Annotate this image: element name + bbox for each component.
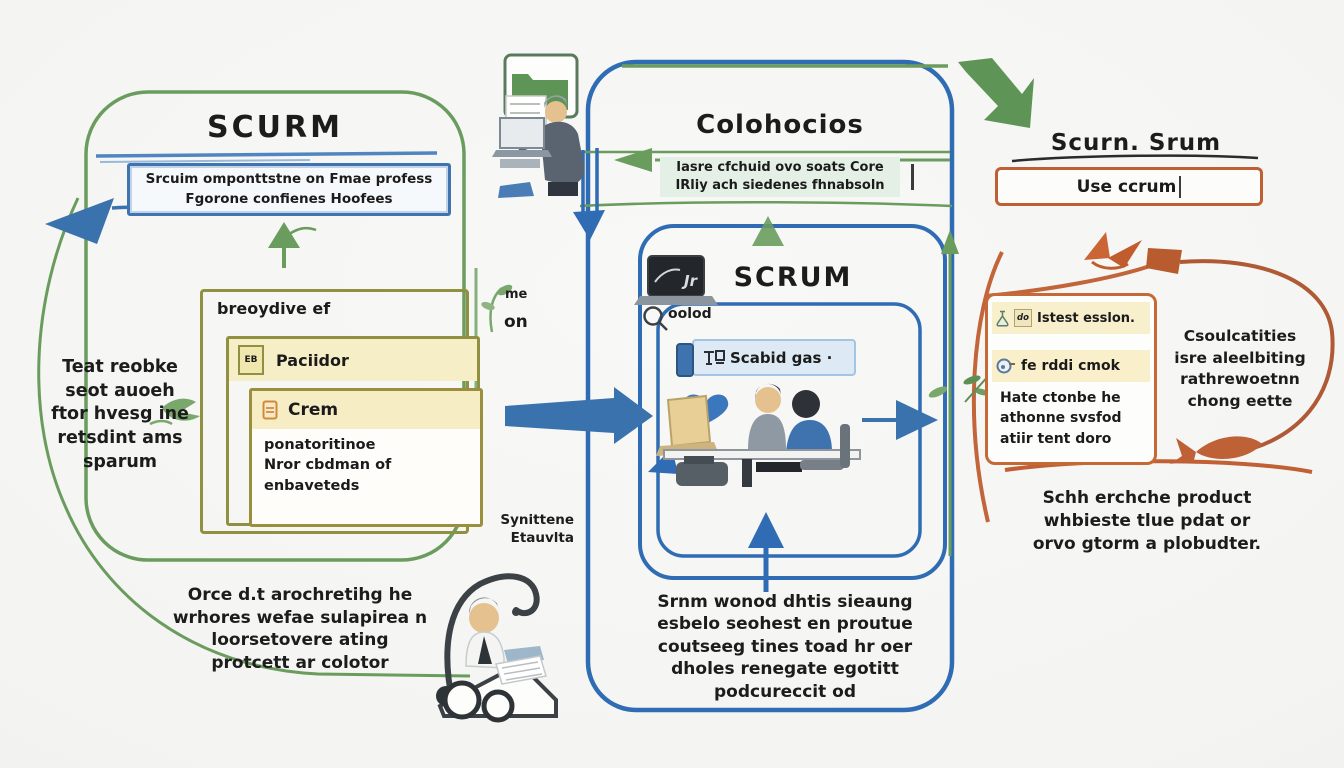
flask-icon — [996, 310, 1009, 327]
text-line: rathrewoetnn — [1180, 370, 1300, 389]
blue-right-arrow-big — [505, 387, 653, 444]
banner-line: Fgorone confienes Hoofees — [185, 190, 393, 207]
backlog-card-label: Crem — [288, 400, 339, 420]
scabd-icon — [702, 347, 726, 373]
right-panel-row: do Istest esslon. — [992, 302, 1150, 334]
text-line: coutseeg tines toad hr oer — [657, 636, 913, 657]
scabd-badge: Scabid gas · — [676, 339, 856, 377]
orange-bird-icon — [1084, 232, 1142, 270]
backlog-item-row: EB Paciidor — [229, 339, 477, 381]
row-label: fe rddi cmok — [1021, 358, 1120, 374]
scabd-label: Scabid gas · — [730, 348, 833, 367]
right-panel-title: Scurn. Srum — [1050, 130, 1222, 156]
green-up-arrow-middle — [752, 216, 784, 246]
right-panel-body: Hate ctonbe he athonne svsfod atiir tent… — [992, 382, 1150, 449]
phone-icon — [676, 343, 694, 377]
text-line: Teat reobke — [62, 357, 178, 377]
left-panel-title: SCURM — [207, 110, 343, 145]
text-line: chong eette — [1187, 392, 1293, 411]
text-line: Nror cbdman of — [264, 457, 392, 474]
middle-bottom-text: Srnm wonod dhtis sieaung esbelo seohest … — [612, 591, 958, 703]
search-caption: oolod — [668, 306, 712, 322]
banner-line: IRliy ach siedenes fhnabsoln — [675, 178, 885, 193]
left-banner: Srcuim omponttstne on Fmae profess Fgoro… — [127, 163, 451, 216]
middle-panel-outline — [585, 59, 955, 713]
backlog-item-icon: EB — [238, 345, 264, 375]
row-label: Istest esslon. — [1037, 310, 1135, 326]
left-side-text: Teat reobke seot auoeh ftor hvesg ine re… — [28, 356, 212, 474]
right-panel-row: fe rddi cmok — [992, 350, 1150, 382]
text-line: wrhores wefae sulapirea n — [172, 607, 428, 628]
backlog-item-label: Paciidor — [276, 350, 349, 370]
text-line: Srnm wonod dhtis sieaung — [657, 592, 913, 612]
left-bottom-text: Orce d.t arochretihg he wrhores wefae su… — [148, 584, 452, 674]
banner-line: Srcuim omponttstne on Fmae profess — [145, 170, 433, 187]
text-line: ftor hvesg ine — [51, 404, 189, 425]
text-line: atiir tent doro — [1000, 430, 1112, 447]
green-up-arrow-left — [268, 222, 317, 268]
backlog-header: breoydive ef — [217, 299, 331, 318]
text-line: sparum — [82, 451, 158, 472]
use-scrum-label: Use ccrum — [1076, 176, 1177, 197]
text-line: Hate ctonbe he — [1000, 390, 1121, 406]
text-cursor — [1179, 175, 1182, 198]
text-line: protcett ar colotor — [211, 652, 389, 673]
right-panel-box: do Istest esslon. fe rddi cmok Hate cton… — [985, 293, 1157, 465]
text-line: orvo gtorm a plobudter. — [1032, 533, 1262, 554]
text-line: esbelo seohest en proutue — [657, 614, 913, 635]
question-person-illustration — [436, 573, 558, 723]
text-line: retsdint ams — [57, 427, 183, 448]
file-icon — [262, 400, 278, 420]
right-title-underline — [1011, 154, 1259, 163]
backlog-card: Crem ponatoritinoe Nror cbdman of enbave… — [249, 388, 483, 527]
text-line: Etauvlta — [510, 530, 574, 547]
banner-line: Iasre cfchuid ovo soats Core — [676, 159, 884, 175]
text-line: Synittene — [500, 512, 574, 528]
note-me: me — [505, 287, 528, 302]
blue-right-arrowhead — [862, 400, 938, 440]
middle-top-title: Colohocios — [696, 110, 864, 140]
orange-curves — [971, 248, 1335, 523]
green-arrow-top-right — [958, 58, 1034, 128]
green-vertical-line-middle — [928, 230, 959, 556]
text-line: podcureccit od — [714, 681, 856, 702]
magnifier-icon — [996, 358, 1015, 374]
right-side-text: Csoulcatities isre aleelbiting rathrewoe… — [1162, 326, 1318, 413]
text-line: isre aleelbiting — [1174, 348, 1306, 367]
text-line: dholes renegate egotitt — [671, 659, 899, 680]
magnifier-icon — [643, 306, 663, 326]
text-line: enbaveteds — [264, 477, 360, 494]
text-line: Orce d.t arochretihg he — [187, 585, 413, 605]
text-line: Csoulcatities — [1183, 327, 1297, 345]
backlog-card-header: Crem — [252, 391, 480, 429]
text-line: whbieste tlue pdat or — [1043, 510, 1251, 531]
sprint-note: Synittene Etauvlta — [474, 511, 574, 547]
green-bird-icon — [149, 398, 200, 426]
middle-title: SCRUM — [733, 262, 853, 293]
text-line: ponatoritinoe — [264, 437, 376, 453]
backlog-card-body: ponatoritinoe Nror cbdman of enbaveteds — [252, 429, 480, 496]
use-scrum-input[interactable]: Use ccrum — [995, 167, 1263, 206]
team-meeting-illustration — [656, 383, 861, 487]
right-bottom-text: Schh erchche product whbieste tlue pdat … — [1012, 487, 1282, 556]
middle-banner: Iasre cfchuid ovo soats Core IRliy ach s… — [660, 157, 914, 197]
note-on: on — [504, 312, 528, 332]
left-title-underline — [95, 151, 438, 163]
flipchart-person-illustration — [492, 53, 585, 198]
text-cursor — [911, 164, 914, 190]
laptop-label: Jr — [681, 272, 699, 290]
do-icon: do — [1014, 309, 1032, 327]
laptop-jr-icon: Jr — [634, 255, 718, 331]
text-line: Schh erchche product — [1042, 488, 1252, 508]
text-line: athonne svsfod — [1000, 410, 1122, 427]
text-line: loorsetovere ating — [211, 630, 389, 651]
text-line: seot auoeh — [65, 380, 175, 401]
blue-up-arrow — [748, 512, 784, 592]
green-sprout-icon — [481, 284, 513, 333]
